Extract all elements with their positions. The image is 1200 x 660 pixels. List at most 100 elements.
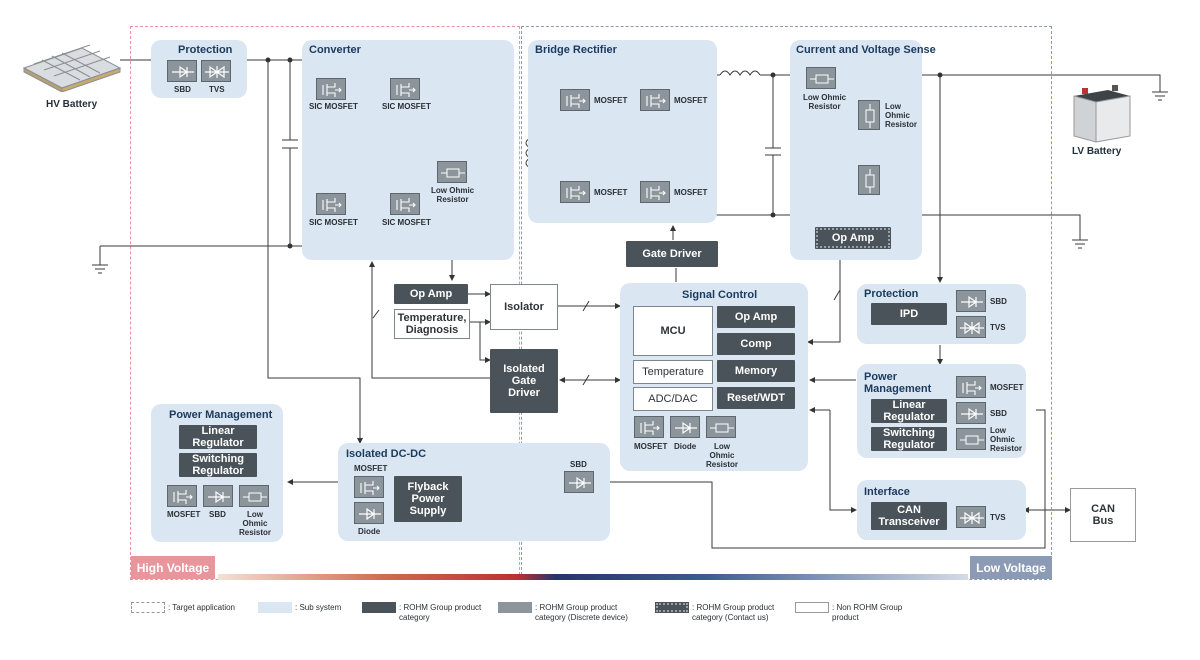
legend-contact-swatch: [655, 602, 689, 613]
flyback-power-supply-box: Flyback Power Supply: [394, 476, 462, 522]
tvs-icon: [956, 316, 986, 338]
tvs-icon: [201, 60, 231, 82]
isolated-gate-driver-box: Isolated Gate Driver: [490, 349, 558, 413]
tvs-icon: [956, 506, 986, 528]
mosfet-icon: [640, 181, 670, 203]
converter-title: Converter: [309, 44, 361, 56]
tvs-label: TVS: [209, 85, 225, 94]
resistor-label: Low Ohmic Resistor: [990, 426, 1023, 453]
linear-regulator-box: Linear Regulator: [179, 425, 257, 449]
mosfet-label: MOSFET: [354, 464, 388, 473]
resistor-label: Low Ohmic Resistor: [431, 186, 475, 204]
isolated-dcdc-title: Isolated DC-DC: [346, 448, 427, 460]
mosfet-label: MOSFET: [674, 96, 708, 105]
sbd-label: SBD: [990, 297, 1007, 306]
sbd-icon: [564, 471, 594, 493]
legend-target-swatch: [131, 602, 165, 613]
mosfet-icon: [560, 89, 590, 111]
legend-contact-text: : ROHM Group product category (Contact u…: [692, 603, 775, 622]
sbd-icon: [956, 290, 986, 312]
ipd-box: IPD: [871, 303, 947, 325]
legend-nonrohm-text: : Non ROHM Group product: [832, 603, 903, 622]
resistor-icon: [806, 67, 836, 89]
op-amp-box: Op Amp: [717, 306, 795, 328]
mosfet-label: MOSFET: [594, 188, 628, 197]
mosfet-label: MOSFET: [634, 442, 668, 451]
temperature-diagnosis-box: Temperature, Diagnosis: [394, 309, 470, 339]
op-amp-contact: Op Amp: [815, 227, 891, 249]
resistor-icon: [858, 165, 880, 195]
power-mgmt-lv-title: Power Management: [864, 371, 932, 395]
sbd-label: SBD: [209, 510, 226, 519]
diode-icon: [354, 502, 384, 524]
tvs-label: TVS: [990, 513, 1006, 522]
mosfet-icon: [167, 485, 197, 507]
op-amp-hv: Op Amp: [394, 284, 468, 304]
resistor-icon: [437, 161, 467, 183]
legend-discrete-text: : ROHM Group product category (Discrete …: [535, 603, 628, 622]
adc-dac-box: ADC/DAC: [633, 387, 713, 411]
protection-hv-title: Protection: [178, 44, 233, 56]
resistor-label: Low Ohmic Resistor: [239, 510, 272, 537]
sense-title: Current and Voltage Sense: [796, 44, 936, 56]
tvs-label: TVS: [990, 323, 1006, 332]
diode-label: Diode: [674, 442, 697, 451]
power-mgmt-hv-title: Power Management: [169, 409, 273, 421]
sic-mosfet-icon: [390, 193, 420, 215]
comp-box: Comp: [717, 333, 795, 355]
converter-panel: [302, 40, 514, 260]
reset-wdt-box: Reset/WDT: [717, 387, 795, 409]
mosfet-label: MOSFET: [674, 188, 708, 197]
sic-mosfet-icon: [316, 78, 346, 100]
low-voltage-tag: Low Voltage: [970, 556, 1052, 579]
resistor-label: Low Ohmic Resistor: [803, 93, 847, 111]
resistor-icon: [239, 485, 269, 507]
mosfet-icon: [956, 376, 986, 398]
sbd-label: SBD: [174, 85, 191, 94]
switching-regulator-box: Switching Regulator: [871, 427, 947, 451]
legend-rohm-swatch: [362, 602, 396, 613]
can-transceiver-box: CAN Transceiver: [871, 502, 947, 530]
mosfet-label: MOSFET: [594, 96, 628, 105]
isolator-box: Isolator: [490, 284, 558, 330]
resistor-icon: [956, 428, 986, 450]
resistor-icon: [858, 100, 880, 130]
switching-regulator-box: Switching Regulator: [179, 453, 257, 477]
legend-nonrohm-swatch: [795, 602, 829, 613]
sbd-icon: [203, 485, 233, 507]
sic-mosfet-label: SIC MOSFET: [309, 102, 358, 111]
sic-mosfet-icon: [316, 193, 346, 215]
mosfet-icon: [640, 89, 670, 111]
resistor-label: Low Ohmic Resistor: [885, 102, 918, 129]
sbd-icon: [956, 402, 986, 424]
legend-rohm-text: : ROHM Group product category: [399, 603, 482, 622]
resistor-icon: [706, 416, 736, 438]
temperature-box: Temperature: [633, 360, 713, 384]
interface-title: Interface: [864, 486, 910, 498]
mcu-box: MCU: [633, 306, 713, 356]
sbd-icon: [167, 60, 197, 82]
protection-lv-title: Protection: [864, 288, 919, 300]
resistor-label: Low Ohmic Resistor: [706, 442, 739, 469]
lv-battery-label: LV Battery: [1072, 146, 1122, 157]
sbd-label: SBD: [990, 409, 1007, 418]
legend-subsystem-swatch: [258, 602, 292, 613]
mosfet-icon: [354, 476, 384, 498]
mosfet-label: MOSFET: [167, 510, 201, 519]
legend-target-text: : Target application: [168, 603, 236, 612]
legend-subsystem-text: : Sub system: [295, 603, 342, 612]
hv-battery-icon: [22, 44, 122, 92]
memory-box: Memory: [717, 360, 795, 382]
linear-regulator-box: Linear Regulator: [871, 399, 947, 423]
sic-mosfet-icon: [390, 78, 420, 100]
lv-battery-icon: [1073, 85, 1131, 143]
diode-label: Diode: [358, 527, 381, 536]
mosfet-label: MOSFET: [990, 383, 1024, 392]
hv-battery-label: HV Battery: [46, 99, 98, 110]
legend-discrete-swatch: [498, 602, 532, 613]
mosfet-icon: [634, 416, 664, 438]
diode-icon: [670, 416, 700, 438]
sic-mosfet-label: SIC MOSFET: [382, 102, 431, 111]
mosfet-icon: [560, 181, 590, 203]
bridge-rectifier-panel: [528, 40, 717, 223]
